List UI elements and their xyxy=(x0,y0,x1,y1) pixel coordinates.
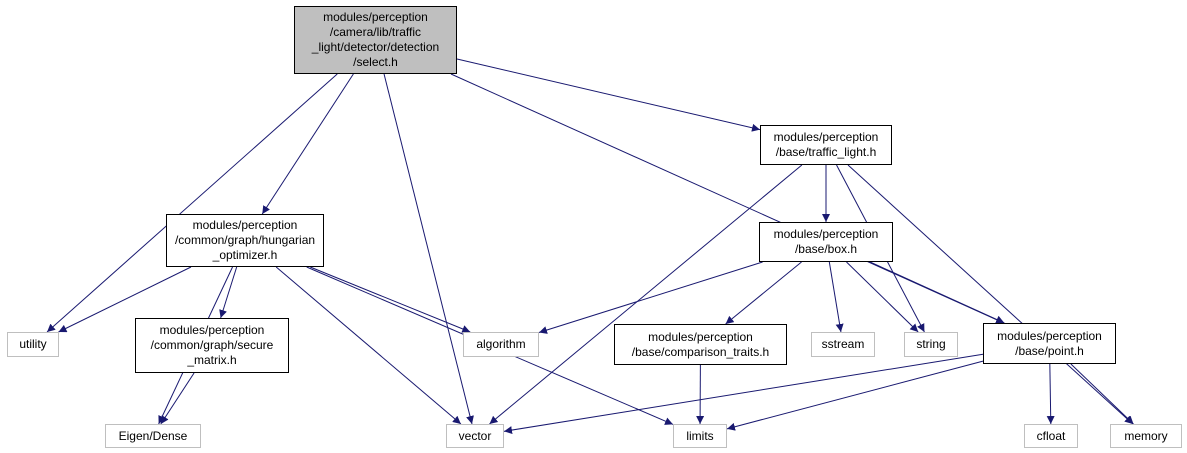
node-label: modules/perception /base/comparison_trai… xyxy=(631,329,770,359)
node-label: modules/perception /camera/lib/traffic _… xyxy=(311,10,440,69)
edge-select-to-traffic_light xyxy=(456,58,761,132)
node-select[interactable]: modules/perception /camera/lib/traffic _… xyxy=(294,6,457,74)
edge-hungarian-to-vector xyxy=(275,266,462,425)
edge-traffic_light-to-memory xyxy=(847,164,1134,425)
node-label: algorithm xyxy=(476,337,526,351)
node-box[interactable]: modules/perception /base/box.h xyxy=(759,222,893,262)
node-memory: memory xyxy=(1110,424,1182,448)
edge-traffic_light-to-vector xyxy=(489,164,803,425)
node-hungarian[interactable]: modules/perception /common/graph/hungari… xyxy=(166,214,324,267)
node-label: utility xyxy=(19,337,47,351)
node-eigen: Eigen/Dense xyxy=(105,424,201,448)
edge-secure_matrix-to-eigen xyxy=(160,372,195,425)
edge-box-to-comparison xyxy=(725,261,802,325)
edge-point-to-limits xyxy=(726,360,984,431)
node-string: string xyxy=(904,332,958,357)
edge-box-to-string xyxy=(846,261,919,333)
node-label: memory xyxy=(1124,428,1168,443)
node-label: modules/perception /common/graph/hungari… xyxy=(174,218,316,262)
node-label: modules/perception /base/point.h xyxy=(997,328,1102,358)
node-label: sstream xyxy=(821,337,865,351)
node-point[interactable]: modules/perception /base/point.h xyxy=(983,323,1116,364)
node-limits: limits xyxy=(673,424,727,448)
node-vector: vector xyxy=(446,424,504,448)
node-algorithm: algorithm xyxy=(463,332,539,357)
node-secure-matrix[interactable]: modules/perception /common/graph/secure … xyxy=(135,318,289,373)
node-label: vector xyxy=(458,428,492,443)
node-label: modules/perception /base/traffic_light.h xyxy=(773,130,879,159)
node-label: cfloat xyxy=(1036,428,1066,443)
edge-select-to-vector xyxy=(383,73,474,425)
edge-point-to-memory xyxy=(1070,363,1134,425)
node-comparison[interactable]: modules/perception /base/comparison_trai… xyxy=(614,324,787,365)
node-label: string xyxy=(916,337,946,351)
node-cfloat: cfloat xyxy=(1024,424,1078,448)
edge-hungarian-to-secure_matrix xyxy=(219,266,238,319)
edge-select-to-utility xyxy=(46,73,338,333)
edge-hungarian-to-algorithm xyxy=(310,266,471,333)
node-label: modules/perception /common/graph/secure … xyxy=(150,323,274,367)
edge-box-to-sstream xyxy=(828,261,844,333)
edge-hungarian-to-utility xyxy=(58,266,192,333)
edge-point-to-vector xyxy=(503,353,984,435)
node-label: limits xyxy=(686,428,714,443)
edge-box-to-algorithm xyxy=(538,261,763,334)
node-utility: utility xyxy=(7,332,59,357)
edge-point-to-cfloat xyxy=(1046,363,1055,425)
node-label: Eigen/Dense xyxy=(118,428,188,443)
node-label: modules/perception /base/box.h xyxy=(773,227,879,256)
edge-box-to-point xyxy=(869,261,1005,324)
edge-select-to-hungarian xyxy=(261,73,354,215)
node-sstream: sstream xyxy=(811,332,875,357)
node-traffic-light[interactable]: modules/perception /base/traffic_light.h xyxy=(760,125,892,165)
